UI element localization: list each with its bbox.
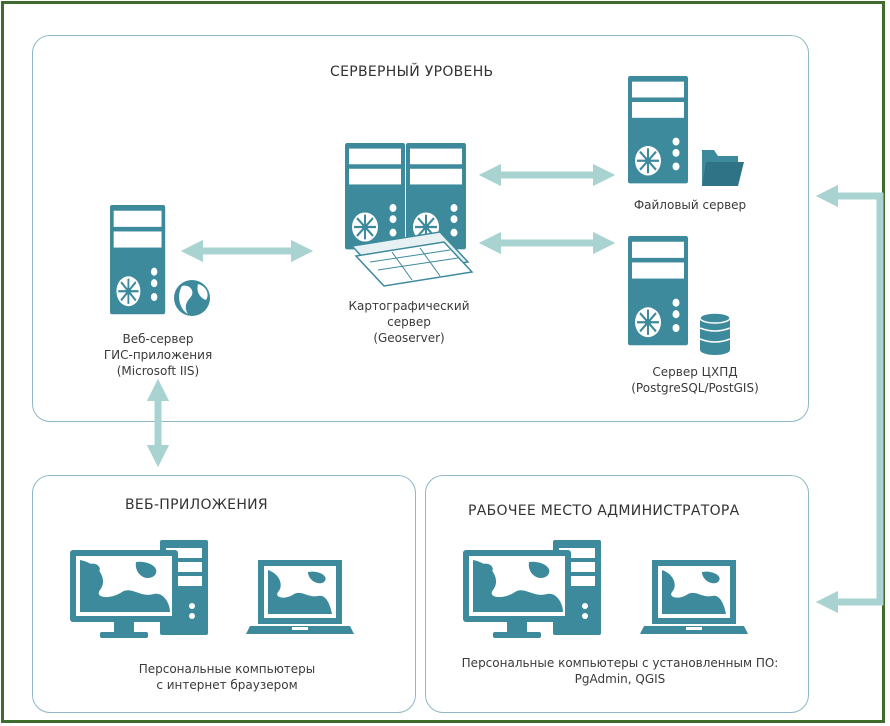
globe-icon: [174, 280, 210, 316]
map-layers-icon: [350, 231, 474, 287]
file-server-label: Файловый сервер: [633, 198, 747, 212]
web-clients-label: Персональные компьютеры с интернет брауз…: [138, 662, 316, 692]
arrow-server-admin: [815, 184, 884, 614]
web-apps-desktop-computer-icon: [70, 540, 208, 638]
file-server-server-icon: [626, 74, 690, 185]
db-server-server-icon: [626, 234, 690, 347]
database-icon: [699, 312, 731, 355]
admin-workplace-title: РАБОЧЕЕ МЕСТО АДМИНИСТРАТОРА: [468, 503, 740, 519]
web-server-server-icon: [108, 203, 167, 316]
map-server-label: Картографический сервер (Geoserver): [348, 299, 470, 345]
db-server-label: Сервер ЦХПД (PostgreSQL/PostGIS): [631, 365, 759, 395]
admin-workplace-panel: [425, 475, 809, 713]
admin-laptop-icon: [640, 560, 748, 634]
admin-desktop-computer-icon: [463, 540, 601, 638]
web-apps-laptop-icon: [246, 560, 354, 634]
server-level-title: СЕРВЕРНЫЙ УРОВЕНЬ: [330, 64, 494, 80]
folder-icon: [702, 150, 744, 186]
admin-clients-label: Персональные компьютеры с установленным …: [461, 656, 779, 686]
web-apps-title: ВЕБ-ПРИЛОЖЕНИЯ: [125, 497, 268, 513]
map-server-server-icon: [343, 141, 468, 251]
web-server-label: Веб-сервер ГИС-приложения (Microsoft IIS…: [103, 332, 213, 378]
